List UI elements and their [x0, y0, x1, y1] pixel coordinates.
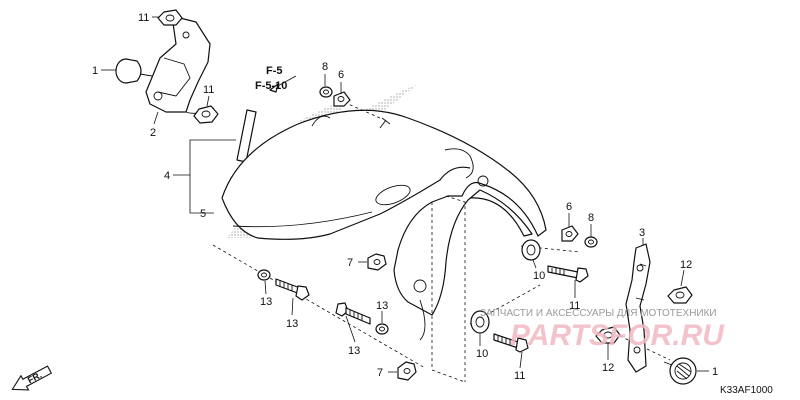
callouts: 11 1 2 11 4 5 8 6 6 8 3 12 7 7 13 13 13 … — [92, 12, 718, 382]
callout-6-top: 6 — [338, 69, 344, 81]
collar-7-upper — [367, 253, 387, 271]
ref-label-top[interactable]: F-5 — [266, 65, 283, 77]
callout-9-right: 10 — [533, 270, 545, 282]
callout-11-right: 12 — [680, 259, 692, 271]
callout-12-center: 13 — [376, 300, 388, 312]
washer-top — [319, 86, 333, 98]
callout-5: 5 — [200, 208, 206, 220]
callout-3: 3 — [639, 227, 645, 239]
watermark-caption: ЗАПЧАСТИ И АКСЕССУАРЫ ДЛЯ МОТОТЕХНИКИ — [480, 308, 717, 319]
front-fender — [221, 109, 547, 341]
callout-2: 2 — [150, 127, 156, 139]
nut-top — [157, 9, 183, 26]
callout-8-top: 8 — [322, 61, 328, 73]
washer-12-center — [375, 323, 389, 335]
callout-11-bottom: 12 — [602, 362, 614, 374]
collar-7-lower — [397, 361, 417, 381]
callout-11-middle: 11 — [203, 84, 214, 96]
callout-12-left: 13 — [260, 296, 272, 308]
callout-7-lower: 7 — [377, 367, 383, 379]
nut-right — [667, 286, 693, 304]
diagram-code: K33AF1000 — [720, 385, 773, 396]
grommet-bottom — [470, 310, 490, 334]
leader-lines — [101, 16, 709, 373]
callout-7-upper: 7 — [347, 257, 353, 269]
callout-4: 4 — [164, 170, 170, 182]
upper-bracket — [145, 15, 215, 114]
grommet-right — [521, 239, 541, 261]
grommet-upper — [115, 58, 153, 84]
bolt-13-left — [275, 278, 310, 301]
callout-1-lower: 1 — [712, 366, 718, 378]
callout-11-top: 11 — [138, 12, 149, 24]
washer-12-left — [257, 269, 271, 281]
callout-13-center: 13 — [348, 345, 360, 357]
callout-9-bottom: 10 — [476, 348, 488, 360]
collar-top — [333, 91, 351, 107]
bolt-right — [547, 265, 589, 283]
front-direction-arrow: FR. — [11, 365, 53, 391]
callout-1-upper: 1 — [92, 65, 98, 77]
watermark-logo: PARTSFOR.RU — [510, 319, 725, 352]
bolt-bottom — [493, 333, 529, 353]
washer-right — [584, 236, 598, 248]
lower-bracket — [625, 243, 651, 373]
bolt-13-center — [335, 302, 371, 325]
collar-right — [561, 225, 579, 242]
ref-label-bottom[interactable]: F-5-10 — [255, 80, 287, 92]
grommet-lower — [663, 357, 697, 385]
nut-middle — [193, 105, 219, 124]
callout-8-right: 8 — [588, 212, 594, 224]
callout-10-right: 11 — [569, 300, 580, 312]
callout-13-left: 13 — [286, 318, 298, 330]
callout-10-bottom: 11 — [514, 370, 525, 382]
callout-6-right: 6 — [566, 201, 572, 213]
nut-bottom — [595, 326, 621, 344]
